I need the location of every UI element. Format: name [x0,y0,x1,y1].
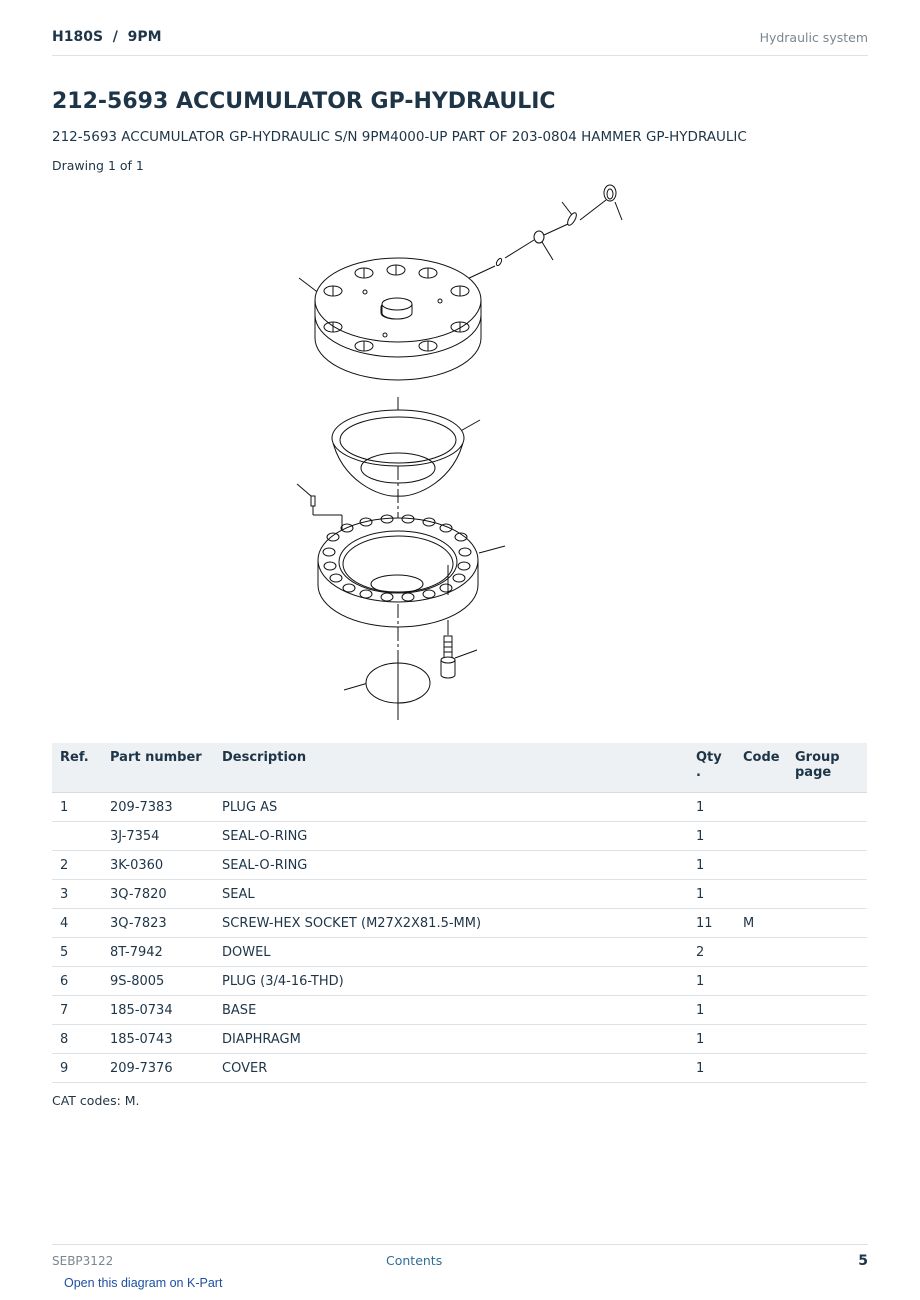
cell-group-page [787,995,867,1025]
cell-qty: 1 [688,966,735,996]
page-footer: SEBP3122 Contents 5 [52,1244,868,1275]
cell-description: COVER [214,1053,688,1083]
table-header-row: Ref. Part number Description Qty . Code … [52,743,867,793]
cell-description: SEAL-O-RING [214,821,688,851]
cell-qty: 2 [688,937,735,967]
cell-description: PLUG (3/4-16-THD) [214,966,688,996]
cell-qty: 1 [688,821,735,851]
cell-description: DIAPHRAGM [214,1024,688,1054]
cell-ref: 2 [52,850,102,880]
cell-ref: 9 [52,1053,102,1083]
cell-group-page [787,1024,867,1054]
cell-group-page [787,821,867,851]
cell-code [735,966,787,996]
cell-part-number: 9S-8005 [102,966,214,996]
cell-code [735,879,787,909]
page-number: 5 [858,1253,868,1269]
cell-ref: 1 [52,792,102,822]
cell-part-number: 3Q-7820 [102,879,214,909]
page-title: 212-5693 ACCUMULATOR GP-HYDRAULIC [52,89,556,114]
cell-part-number: 8T-7942 [102,937,214,967]
cell-code [735,850,787,880]
cell-description: DOWEL [214,937,688,967]
cell-group-page [787,850,867,880]
cell-part-number: 3K-0360 [102,850,214,880]
cell-qty: 11 [688,908,735,938]
cell-code [735,995,787,1025]
cell-code [735,821,787,851]
model-label: H180S / 9PM [52,29,162,45]
exploded-parts-diagram[interactable] [280,180,640,725]
cell-qty: 1 [688,995,735,1025]
page-header: H180S / 9PM Hydraulic system [52,27,868,56]
plug-assembly-drawing [464,184,623,281]
cell-code [735,792,787,822]
cover-drawing [298,257,482,381]
cell-group-page [787,1053,867,1083]
cell-part-number: 209-7383 [102,792,214,822]
section-label: Hydraulic system [759,30,868,45]
cell-ref: 8 [52,1024,102,1054]
base-drawing [317,514,506,628]
parts-table: Ref. Part number Description Qty . Code … [52,743,867,1083]
cell-part-number: 185-0743 [102,1024,214,1054]
cell-description: BASE [214,995,688,1025]
cover-boss-drawing [381,297,413,320]
cell-group-page [787,792,867,822]
col-header-qty: Qty . [688,743,735,793]
page-subtitle: 212-5693 ACCUMULATOR GP-HYDRAULIC S/N 9P… [52,129,747,145]
cell-description: SEAL [214,879,688,909]
cell-qty: 1 [688,792,735,822]
cell-group-page [787,879,867,909]
seal-drawing [343,662,431,720]
col-header-code: Code [735,743,787,793]
cell-qty: 1 [688,850,735,880]
cell-code [735,1053,787,1083]
cell-code [735,937,787,967]
screw-drawing [440,620,478,679]
cell-ref: 6 [52,966,102,996]
open-kpart-link[interactable]: Open this diagram on K-Part [64,1276,223,1290]
col-header-part-number: Part number [102,743,214,793]
cell-group-page [787,966,867,996]
cell-part-number: 3J-7354 [102,821,214,851]
cat-codes-note: CAT codes: M. [52,1093,140,1108]
col-header-description: Description [214,743,688,793]
cell-qty: 1 [688,879,735,909]
cell-description: SCREW-HEX SOCKET (M27X2X81.5-MM) [214,908,688,938]
cell-description: PLUG AS [214,792,688,822]
cell-description: SEAL-O-RING [214,850,688,880]
drawing-count: Drawing 1 of 1 [52,158,144,173]
cell-group-page [787,937,867,967]
diaphragm-drawing [331,409,481,497]
cell-ref: 3 [52,879,102,909]
cell-ref: 4 [52,908,102,938]
cell-group-page [787,908,867,938]
cell-code: M [735,908,787,938]
cell-part-number: 209-7376 [102,1053,214,1083]
cell-part-number: 3Q-7823 [102,908,214,938]
cell-ref: 7 [52,995,102,1025]
contents-link[interactable]: Contents [386,1253,443,1268]
col-header-group-page: Group page [787,743,867,793]
cell-ref [52,821,102,851]
doc-number: SEBP3122 [52,1254,114,1268]
cell-qty: 1 [688,1053,735,1083]
col-header-ref: Ref. [52,743,102,793]
cell-code [735,1024,787,1054]
cell-ref: 5 [52,937,102,967]
cell-part-number: 185-0734 [102,995,214,1025]
cell-qty: 1 [688,1024,735,1054]
